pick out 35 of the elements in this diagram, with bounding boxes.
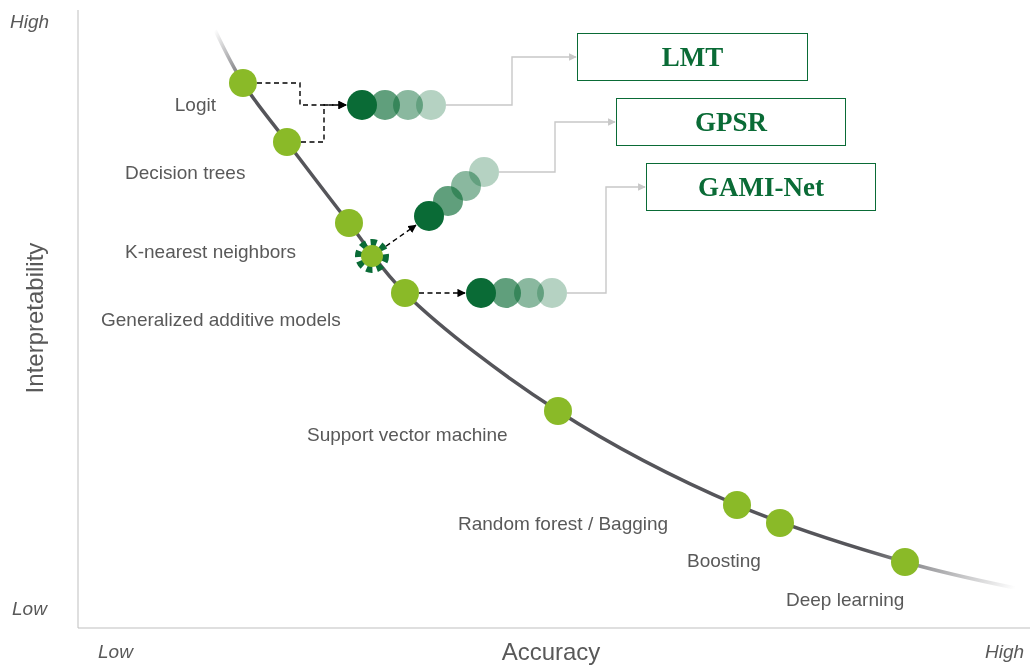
model-dot (891, 548, 919, 576)
connector-arrow (300, 100, 347, 143)
method-box: GPSR (616, 98, 846, 146)
model-label: Support vector machine (307, 424, 508, 446)
axis-tick-label: High (985, 641, 1025, 663)
axis-tick-label: Low (12, 598, 47, 620)
connector-arrow (385, 224, 417, 247)
axis-tick-label: High (10, 11, 50, 33)
model-label: Deep learning (786, 589, 905, 611)
model-dot (391, 279, 419, 307)
circle-cluster-icon (347, 90, 446, 120)
circle-cluster-icon (414, 157, 499, 231)
axis-title: Accuracy (501, 638, 601, 666)
connector-arrow (566, 183, 646, 294)
model-label: Random forest / Bagging (458, 513, 669, 535)
model-dot (335, 209, 363, 237)
model-label: Boosting (687, 550, 761, 572)
model-label: K-nearest neighbors (125, 241, 297, 263)
connector-arrow (445, 53, 577, 106)
connector-arrow (498, 118, 616, 173)
model-dot (766, 509, 794, 537)
model-label: Generalized additive models (101, 309, 341, 331)
circle-cluster-icon (466, 278, 567, 308)
method-box: LMT (577, 33, 808, 81)
connector-arrow (418, 288, 466, 298)
model-dot (273, 128, 301, 156)
model-dot (229, 69, 257, 97)
dashed-ring-dot-icon (355, 239, 389, 273)
method-box: GAMI-Net (646, 163, 876, 211)
axis-title: Interpretability (21, 242, 49, 394)
axis-tick-label: Low (98, 641, 133, 663)
model-label: Logit (174, 94, 216, 116)
model-dot (723, 491, 751, 519)
model-label: Decision trees (125, 162, 246, 184)
model-dot (544, 397, 572, 425)
